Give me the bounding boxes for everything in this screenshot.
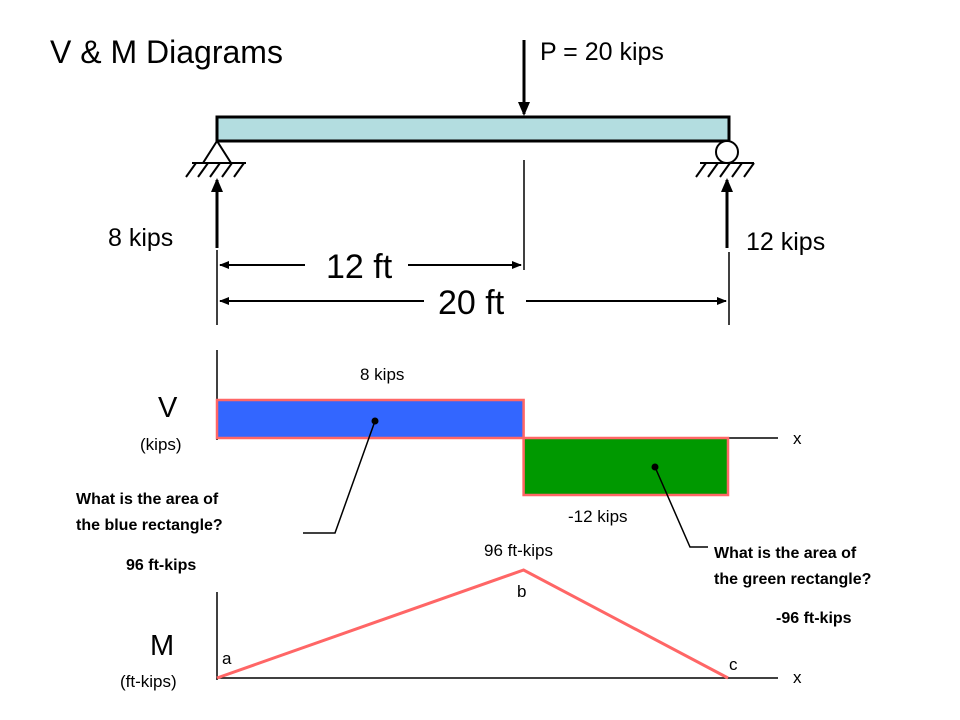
green-rect-leader [654, 466, 708, 548]
dimension-20ft-label: 20 ft [438, 284, 505, 322]
shear-negative-rect [522, 436, 730, 497]
blue-rect-answer: 96 ft-kips [126, 557, 197, 574]
shear-unit: (kips) [140, 435, 182, 454]
moment-line [216, 568, 729, 680]
moment-point-a: a [222, 649, 232, 668]
blue-question-line-2: the blue rectangle? [76, 516, 223, 534]
blue-question-line-1: What is the area of [76, 491, 219, 508]
moment-peak-label: 96 ft-kips [484, 541, 553, 560]
left-reaction-label: 8 kips [108, 224, 174, 252]
pin-support [185, 139, 246, 178]
right-reaction-label: 12 kips [746, 228, 826, 256]
dimension-12ft-label: 12 ft [326, 248, 393, 286]
shear-positive-rect [215, 398, 525, 440]
roller-support [695, 140, 755, 178]
blue-rect-question: What is the area of the blue rectangle? [76, 487, 223, 538]
moment-unit: (ft-kips) [120, 672, 177, 691]
moment-symbol: M [150, 630, 175, 662]
shear-positive-label: 8 kips [360, 365, 405, 384]
moment-point-b: b [517, 582, 527, 601]
moment-x-axis-label: x [793, 668, 802, 687]
green-rect-answer: -96 ft-kips [776, 610, 852, 627]
moment-point-c: c [729, 655, 738, 674]
green-question-line-1: What is the area of [714, 545, 857, 562]
shear-symbol: V [158, 392, 178, 424]
beam [215, 115, 731, 143]
green-rect-question: What is the area of the green rectangle? [714, 541, 871, 592]
green-question-line-2: the green rectangle? [714, 570, 872, 588]
slide-title: V & M Diagrams [50, 34, 283, 70]
shear-x-axis-label: x [793, 429, 802, 448]
shear-negative-label: -12 kips [568, 507, 628, 526]
blue-rect-leader [303, 420, 376, 534]
load-label: P = 20 kips [540, 38, 664, 66]
